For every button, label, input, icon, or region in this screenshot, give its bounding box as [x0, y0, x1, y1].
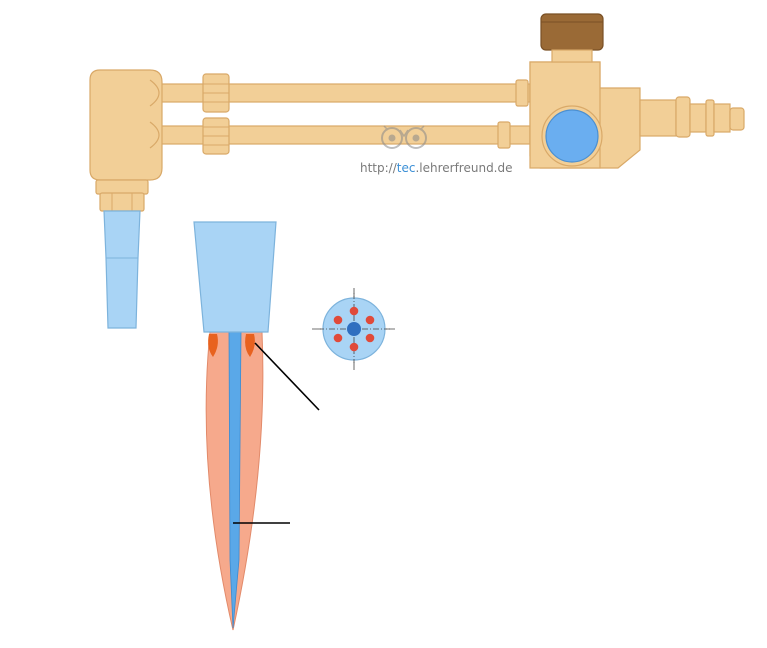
valve-knob	[540, 13, 604, 63]
owl-logo	[381, 125, 427, 149]
upper-tube-ring	[515, 79, 529, 107]
enlarged-nozzle	[193, 221, 277, 333]
lower-tube-ring	[497, 121, 511, 149]
nozzle-cross-section	[312, 288, 396, 370]
lower-coupling-nut	[202, 117, 230, 155]
preheat-port-6	[365, 333, 375, 343]
watermark: http://tec.lehrerfreund.de	[360, 125, 513, 175]
preheat-port-2	[349, 342, 359, 352]
preheat-port-3	[333, 315, 343, 325]
center-oxygen-port	[347, 322, 361, 336]
preheat-flame-tip-right	[245, 334, 255, 357]
gauge-face	[545, 109, 599, 163]
watermark-suffix: .lehrerfreund.de	[415, 161, 512, 175]
watermark-prefix: http://	[360, 161, 398, 175]
preheat-port-1	[349, 306, 359, 316]
enlarged-nozzle-with-flame	[193, 221, 277, 631]
watermark-highlight: tec	[397, 161, 416, 175]
preheat-port-5	[333, 333, 343, 343]
hose-connector	[639, 96, 745, 138]
svg-text:http://tec.lehrerfreund.de: http://tec.lehrerfreund.de	[360, 161, 513, 175]
torch-handle	[89, 13, 745, 329]
leader-line-preheat-flame	[254, 342, 320, 411]
torch-head-block	[89, 69, 163, 181]
preheat-flame-tip-left	[208, 334, 218, 357]
upper-coupling-nut	[202, 73, 230, 113]
preheat-port-4	[365, 315, 375, 325]
nozzle-nut	[95, 179, 149, 212]
torch-nozzle-tip	[103, 210, 141, 329]
